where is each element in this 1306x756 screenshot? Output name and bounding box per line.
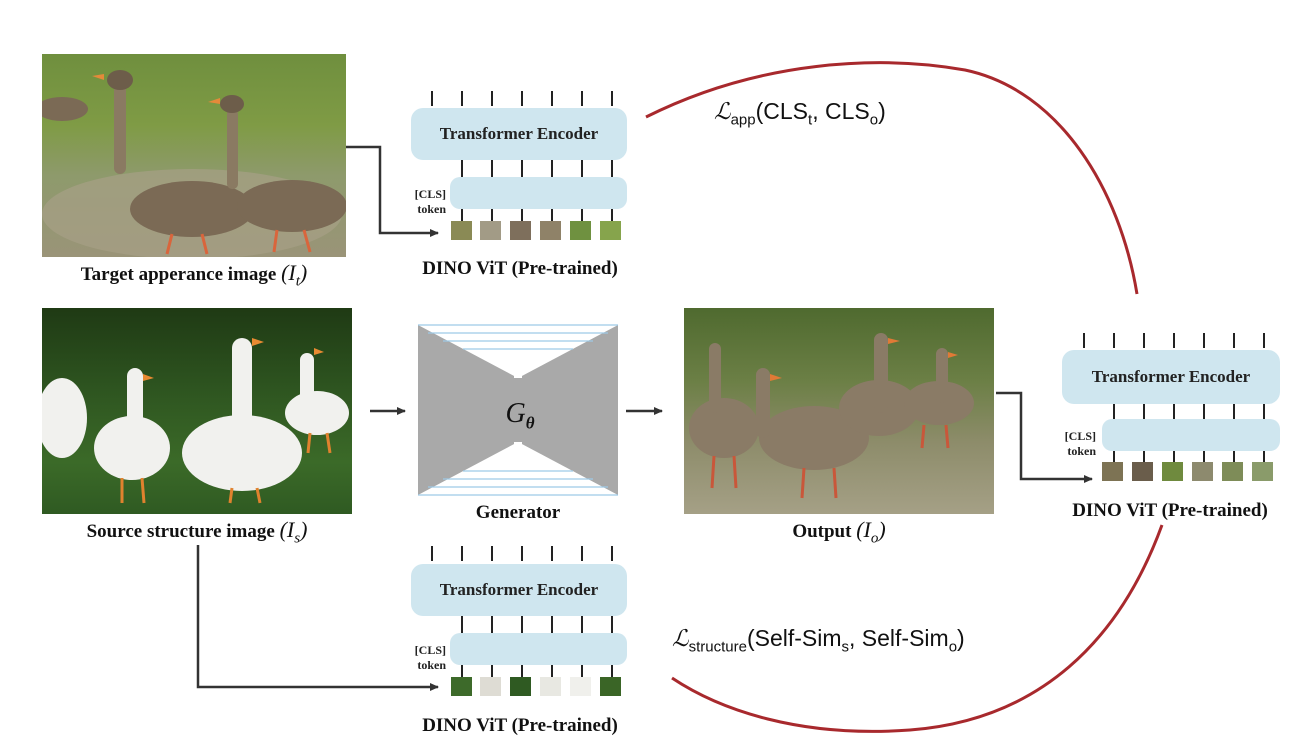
vit-right-patch: [1222, 462, 1243, 481]
source-to-vit-arrow: [196, 545, 439, 691]
vit-bottom-cls-label: [CLS]token: [414, 643, 446, 672]
vit-right-patch: [1102, 462, 1123, 481]
vit-right-token-bar: [1102, 419, 1280, 451]
generator-caption: Generator: [475, 502, 561, 523]
vit-top-patch: [451, 221, 472, 240]
vit-right-cls-label: [CLS]token: [1064, 429, 1096, 458]
target-image-caption: Target apperance image (It): [42, 260, 346, 290]
vit-top-caption: DINO ViT (Pre-trained): [422, 258, 618, 279]
target-caption-text: Target apperance image: [80, 264, 277, 285]
vit-top-patch: [480, 221, 501, 240]
vit-right-caption: DINO ViT (Pre-trained): [1072, 500, 1268, 521]
source-caption-math: (Is): [279, 517, 308, 547]
source-image-caption: Source structure image (Is): [42, 517, 352, 547]
source-structure-image: [42, 308, 352, 514]
vit-right-patch: [1132, 462, 1153, 481]
vit-bottom-patch: [570, 677, 591, 696]
structure-loss-label: ℒstructure(Self-Sims, Self-Simo): [672, 625, 965, 656]
target-appearance-image: [42, 54, 346, 257]
vit-top-cls-label: [CLS]token: [414, 187, 446, 216]
output-to-vit-arrow: [996, 391, 1093, 483]
output-image-caption: Output (Io): [684, 517, 994, 547]
generator-symbol: Gθ: [505, 398, 535, 433]
appearance-loss-curve: [645, 61, 1139, 295]
source-caption-text: Source structure image: [86, 521, 275, 542]
vit-bottom-patch: [451, 677, 472, 696]
vit-top-patch: [570, 221, 591, 240]
vit-bottom-encoder: Transformer Encoder: [411, 564, 627, 616]
output-caption-text: Output: [792, 521, 852, 542]
vit-bottom-patch: [540, 677, 561, 696]
output-image: [684, 308, 994, 514]
vit-right-patch: [1192, 462, 1213, 481]
output-caption-math: (Io): [856, 517, 886, 547]
vit-top-patch: [600, 221, 621, 240]
vit-top-encoder: Transformer Encoder: [411, 108, 627, 160]
vit-top-patch: [540, 221, 561, 240]
structure-loss-curve: [671, 524, 1164, 733]
vit-bottom-token-bar: [450, 633, 627, 665]
vit-bottom-patch: [510, 677, 531, 696]
vit-top-token-bar: [450, 177, 627, 209]
vit-right-patch: [1162, 462, 1183, 481]
vit-right-patch: [1252, 462, 1273, 481]
generator-block: [418, 322, 618, 498]
vit-right-encoder: Transformer Encoder: [1062, 350, 1280, 404]
vit-top-patch: [510, 221, 531, 240]
target-to-vit-arrow: [346, 145, 439, 237]
vit-bottom-caption: DINO ViT (Pre-trained): [422, 715, 618, 736]
vit-bottom-patch: [480, 677, 501, 696]
target-caption-math: (It): [281, 260, 308, 290]
appearance-loss-label: ℒapp(CLSt, CLSo): [714, 98, 886, 129]
vit-bottom-patch: [600, 677, 621, 696]
